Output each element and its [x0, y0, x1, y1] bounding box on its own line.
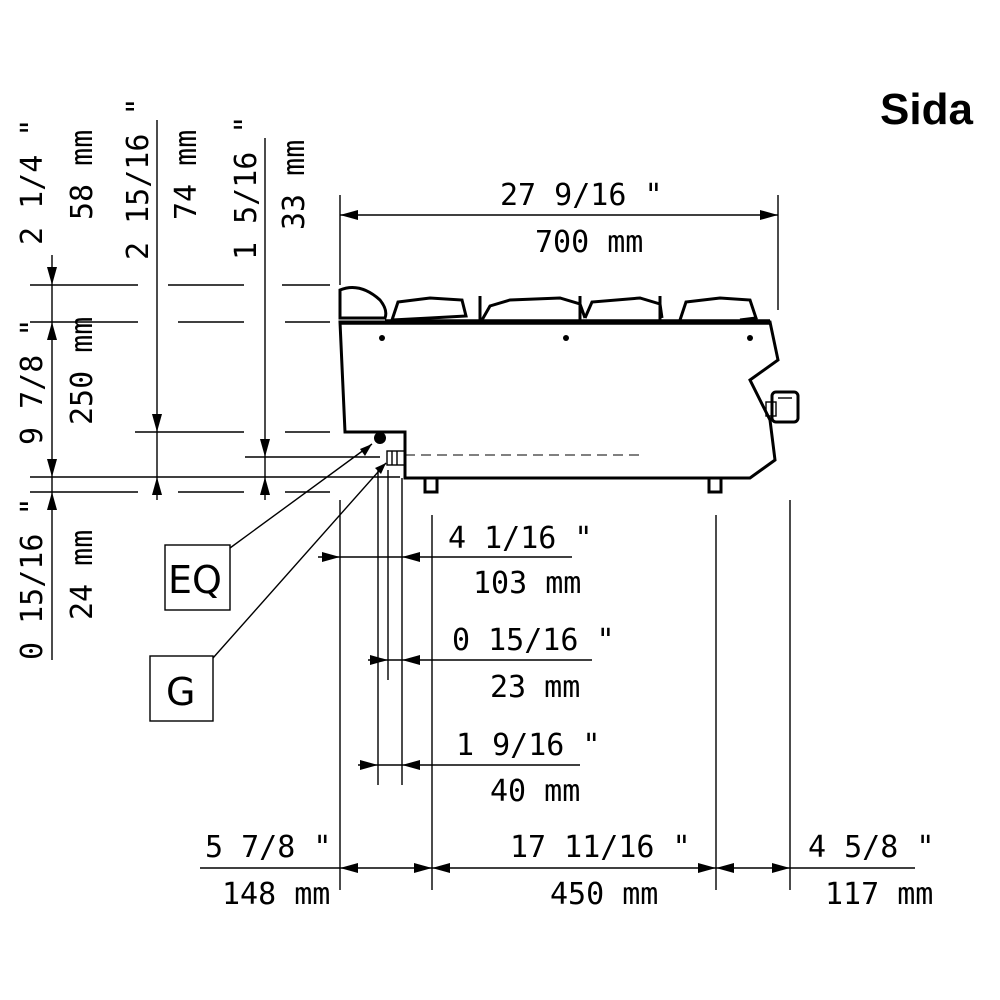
total-width-in: 27 9/16 "	[500, 178, 663, 213]
foot-height-mm: 24 mm	[65, 530, 100, 620]
screw-icon	[563, 335, 569, 341]
eq-offset-mm: 103 mm	[473, 566, 581, 601]
g-offset-dimension: 1 9/16 " 40 mm	[358, 728, 601, 809]
vertical-extension-lines	[339, 470, 791, 890]
top-offset-in: 2 1/4 "	[15, 119, 50, 245]
screw-icon	[747, 335, 753, 341]
eq-connector-icon	[374, 432, 386, 444]
front-foot-in: 5 7/8 "	[205, 830, 331, 865]
g-offset-mm: 40 mm	[490, 774, 580, 809]
foot-height-in: 0 15/16 "	[15, 497, 50, 660]
foot-span-mm: 450 mm	[550, 877, 658, 912]
control-knob-icon	[765, 390, 800, 424]
rear-foot-icon	[707, 476, 723, 494]
g-height-mm: 33 mm	[277, 140, 312, 230]
g-height-dimension: 1 5/16 " 33 mm	[229, 116, 312, 500]
g-label: G	[166, 670, 195, 714]
height-dimension-chain: 2 1/4 " 58 mm 9 7/8 " 250 mm 0 15/16 " 2…	[15, 119, 100, 660]
front-foot-mm: 148 mm	[222, 877, 330, 912]
body-height-mm: 250 mm	[65, 317, 100, 425]
total-width-mm: 700 mm	[535, 225, 643, 260]
burner-grates	[340, 296, 770, 325]
eq-offset-dimension: 4 1/16 " 103 mm	[318, 521, 593, 601]
eq-height-in: 2 15/16 "	[121, 97, 156, 260]
g-callout: G	[149, 462, 387, 722]
g-gap-dimension: 0 15/16 " 23 mm	[368, 623, 615, 705]
appliance-housing	[338, 320, 780, 480]
eq-height-mm: 74 mm	[169, 130, 204, 220]
appliance-body	[338, 286, 800, 494]
eq-offset-in: 4 1/16 "	[448, 521, 593, 556]
g-offset-in: 1 9/16 "	[456, 728, 601, 763]
top-offset-mm: 58 mm	[65, 130, 100, 220]
bottom-dimension-chain: 5 7/8 " 148 mm 17 11/16 " 450 mm 4 5/8 "…	[200, 830, 934, 912]
body-height-in: 9 7/8 "	[15, 319, 50, 445]
screw-icon	[379, 335, 385, 341]
rear-foot-mm: 117 mm	[825, 877, 933, 912]
front-foot-icon	[423, 476, 439, 494]
g-height-in: 1 5/16 "	[229, 116, 264, 261]
front-handle	[338, 286, 388, 320]
total-width-dimension: 27 9/16 " 700 mm	[339, 178, 779, 310]
view-title: Sida	[880, 85, 973, 134]
eq-label: EQ	[168, 558, 222, 602]
eq-callout: EQ	[164, 443, 373, 611]
foot-span-in: 17 11/16 "	[510, 830, 691, 865]
vertical-reference-lines	[30, 284, 400, 493]
gas-connector-icon	[386, 450, 406, 466]
eq-height-dimension: 2 15/16 " 74 mm	[121, 97, 204, 500]
rear-foot-in: 4 5/8 "	[808, 830, 934, 865]
g-gap-in: 0 15/16 "	[452, 623, 615, 658]
g-gap-mm: 23 mm	[490, 670, 580, 705]
